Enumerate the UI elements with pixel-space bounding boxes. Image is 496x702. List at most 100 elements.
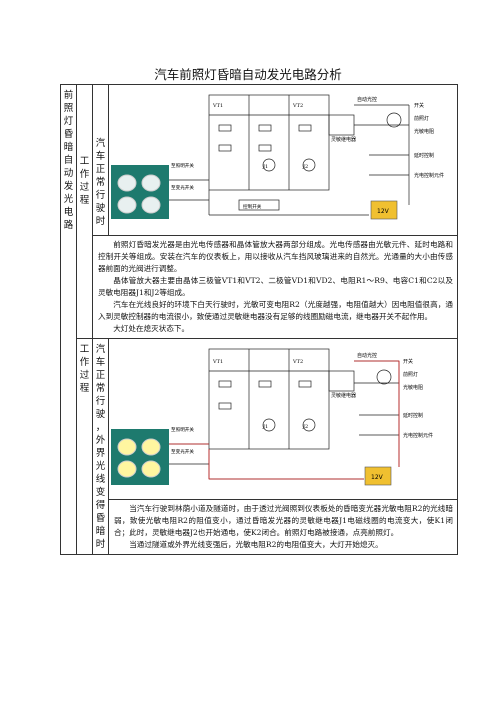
paragraph: 汽车在光线良好的环境下白天行驶时，光敏可变电阻R2（光度越强，电阻值越大）因电阻…: [98, 300, 453, 321]
section1-sublabel-char: 正: [95, 164, 106, 175]
svg-text:VT1: VT1: [212, 359, 223, 365]
headlight-panel-icon: [111, 429, 169, 485]
svg-text:前照灯: 前照灯: [414, 115, 429, 122]
left-heading-char: 昏: [63, 129, 74, 140]
figure1-cell: 12V 自动光控 开关 前照灯 光敏电阻 延时控制 灵敏继电器 光电控制元件 至…: [108, 84, 458, 236]
section1-label-char: 过: [79, 182, 90, 193]
battery-icon: [370, 200, 398, 220]
left-heading: 前照灯昏暗自动发光电路: [61, 85, 76, 232]
svg-text:自动光控: 自动光控: [357, 352, 377, 359]
left-heading-char: 暗: [63, 142, 74, 153]
section2-sublabel: 汽车正常行驶 ， 外界光线变得昏暗时: [93, 339, 108, 551]
section2-text-cell: 当汽车行驶到林荫小道及隧道时，由于透过光阀照到仪表板处的昏暗变光器光敏电阻R2的…: [108, 499, 458, 555]
section2-text: 当汽车行驶到林荫小道及隧道时，由于透过光阀照到仪表板处的昏暗变光器光敏电阻R2的…: [109, 500, 457, 554]
section1-label: 工作过程: [77, 85, 92, 207]
section2-sublabel-char: 汽: [95, 344, 106, 355]
section2-sublabel-cell: 汽车正常行驶 ， 外界光线变得昏暗时: [92, 338, 109, 555]
svg-text:控制开关: 控制开关: [243, 203, 262, 210]
section1-sublabel: 汽车正常行驶时: [93, 85, 108, 228]
section1-sublabel-char: 行: [95, 190, 106, 201]
section2-sublabel-char: 常: [95, 383, 106, 394]
svg-text:J2: J2: [302, 424, 308, 430]
left-heading-char: 自: [63, 155, 74, 166]
svg-text:J1: J1: [262, 424, 268, 430]
left-heading-char: 照: [63, 103, 74, 114]
paragraph: 前照灯昏暗发光器是由光电传感器和晶体管放大器两部分组成。光电传感器由光敏元件、延…: [98, 240, 453, 273]
section2-sublabel-char: 得: [95, 500, 106, 511]
svg-text:开关: 开关: [403, 358, 413, 365]
left-heading-char: 灯: [63, 116, 74, 127]
battery-label: 12V: [377, 208, 390, 215]
left-heading-char: 发: [63, 181, 74, 192]
headlight-panel-icon: [111, 165, 169, 219]
section1-label-char: 工: [79, 156, 90, 167]
section2-label-cell: 工作过程: [76, 338, 93, 555]
svg-text:延时控制: 延时控制: [414, 152, 434, 159]
section1-sublabel-char: 常: [95, 177, 106, 188]
svg-text:开关: 开关: [414, 102, 424, 109]
section2-sublabel-char: 车: [95, 357, 106, 368]
left-heading-char: 光: [63, 194, 74, 205]
svg-text:光敏电阻: 光敏电阻: [403, 384, 423, 391]
section2-sublabel-char: 时: [95, 539, 106, 550]
svg-text:J1: J1: [262, 164, 268, 170]
section1-label-char: 作: [79, 169, 90, 180]
section2-sublabel-char: ，: [95, 422, 106, 433]
left-heading-cell: 前照灯昏暗自动发光电路: [60, 84, 77, 555]
analysis-table: 前照灯昏暗自动发光电路 工作过程 汽车正常行驶时: [60, 84, 458, 555]
svg-text:光电控制元件: 光电控制元件: [414, 172, 444, 179]
circuit-diagram-1: 12V 自动光控 开关 前照灯 光敏电阻 延时控制 灵敏继电器 光电控制元件 至…: [111, 94, 444, 220]
paragraph: 晶体管放大器主要由晶体三极管VT1和VT2、二极管VD1和VD2、电阻R1～R9…: [98, 276, 453, 297]
section1-sublabel-char: 驶: [95, 203, 106, 214]
svg-text:光敏电阻: 光敏电阻: [414, 128, 434, 135]
section2-sublabel-char: 昏: [95, 513, 106, 524]
section2-sublabel-char: 暗: [95, 526, 106, 537]
figure2-cell: 12V 自动光控 开关 前照灯 光敏电阻 延时控制 灵敏继电器 光电控制元件 至…: [108, 338, 458, 500]
section1-label-cell: 工作过程: [76, 84, 93, 339]
svg-text:J2: J2: [302, 164, 308, 170]
section2-label-char: 程: [79, 383, 90, 394]
svg-text:VT2: VT2: [292, 359, 303, 365]
circuit-diagram-2: 12V 自动光控 开关 前照灯 光敏电阻 延时控制 灵敏继电器 光电控制元件 至…: [111, 348, 433, 486]
section2-label-char: 作: [79, 357, 90, 368]
svg-text:灵敏继电器: 灵敏继电器: [331, 392, 356, 399]
left-heading-char: 电: [63, 207, 74, 218]
section2-sublabel-char: 外: [95, 435, 106, 446]
svg-text:至变光开关: 至变光开关: [171, 184, 194, 191]
section2-label-char: 过: [79, 370, 90, 381]
left-heading-char: 前: [63, 90, 74, 101]
section2-label-char: 工: [79, 344, 90, 355]
section1-sublabel-cell: 汽车正常行驶时: [92, 84, 109, 236]
section2-sublabel-char: 行: [95, 396, 106, 407]
page-title: 汽车前照灯昏暗自动发光电路分析: [154, 67, 342, 82]
section2-sublabel-char: 光: [95, 461, 106, 472]
left-heading-char: 路: [63, 220, 74, 231]
battery-icon: [364, 466, 392, 486]
svg-text:至照明开关: 至照明开关: [171, 426, 194, 433]
section2-sublabel-char: 变: [95, 487, 106, 498]
left-heading-char: 动: [63, 168, 74, 179]
paragraph: 当汽车行驶到林荫小道及隧道时，由于透过光阀照到仪表板处的昏暗变光器光敏电阻R2的…: [114, 504, 453, 537]
svg-text:前照灯: 前照灯: [403, 371, 418, 378]
paragraph: 当通过隧道或外界光线变强后，光敏电阻R2的电阻值变大，大灯开始熄灭。: [129, 540, 383, 549]
svg-text:灵敏继电器: 灵敏继电器: [331, 136, 356, 143]
section1-text: 前照灯昏暗发光器是由光电传感器和晶体管放大器两部分组成。光电传感器由光敏元件、延…: [93, 236, 457, 338]
paragraph: 大灯处在熄灭状态下。: [113, 324, 190, 333]
svg-text:延时控制: 延时控制: [403, 412, 423, 419]
svg-text:VT1: VT1: [212, 103, 223, 109]
section2-sublabel-char: 界: [95, 448, 106, 459]
section1-text-cell: 前照灯昏暗发光器是由光电传感器和晶体管放大器两部分组成。光电传感器由光敏元件、延…: [92, 235, 458, 339]
section2-sublabel-char: 正: [95, 370, 106, 381]
section1-sublabel-char: 车: [95, 151, 106, 162]
svg-text:光电控制元件: 光电控制元件: [403, 432, 433, 439]
svg-text:至变光开关: 至变光开关: [171, 448, 194, 455]
svg-text:至照明开关: 至照明开关: [171, 162, 194, 169]
section1-label-char: 程: [79, 195, 90, 206]
section2-label: 工作过程: [77, 339, 92, 395]
section2-sublabel-char: 驶: [95, 409, 106, 420]
section1-sublabel-char: 时: [95, 216, 106, 227]
svg-text:VT2: VT2: [292, 103, 303, 109]
svg-text:自动光控: 自动光控: [357, 96, 377, 103]
svg-text:12V: 12V: [371, 474, 384, 481]
section2-sublabel-char: 线: [95, 474, 106, 485]
